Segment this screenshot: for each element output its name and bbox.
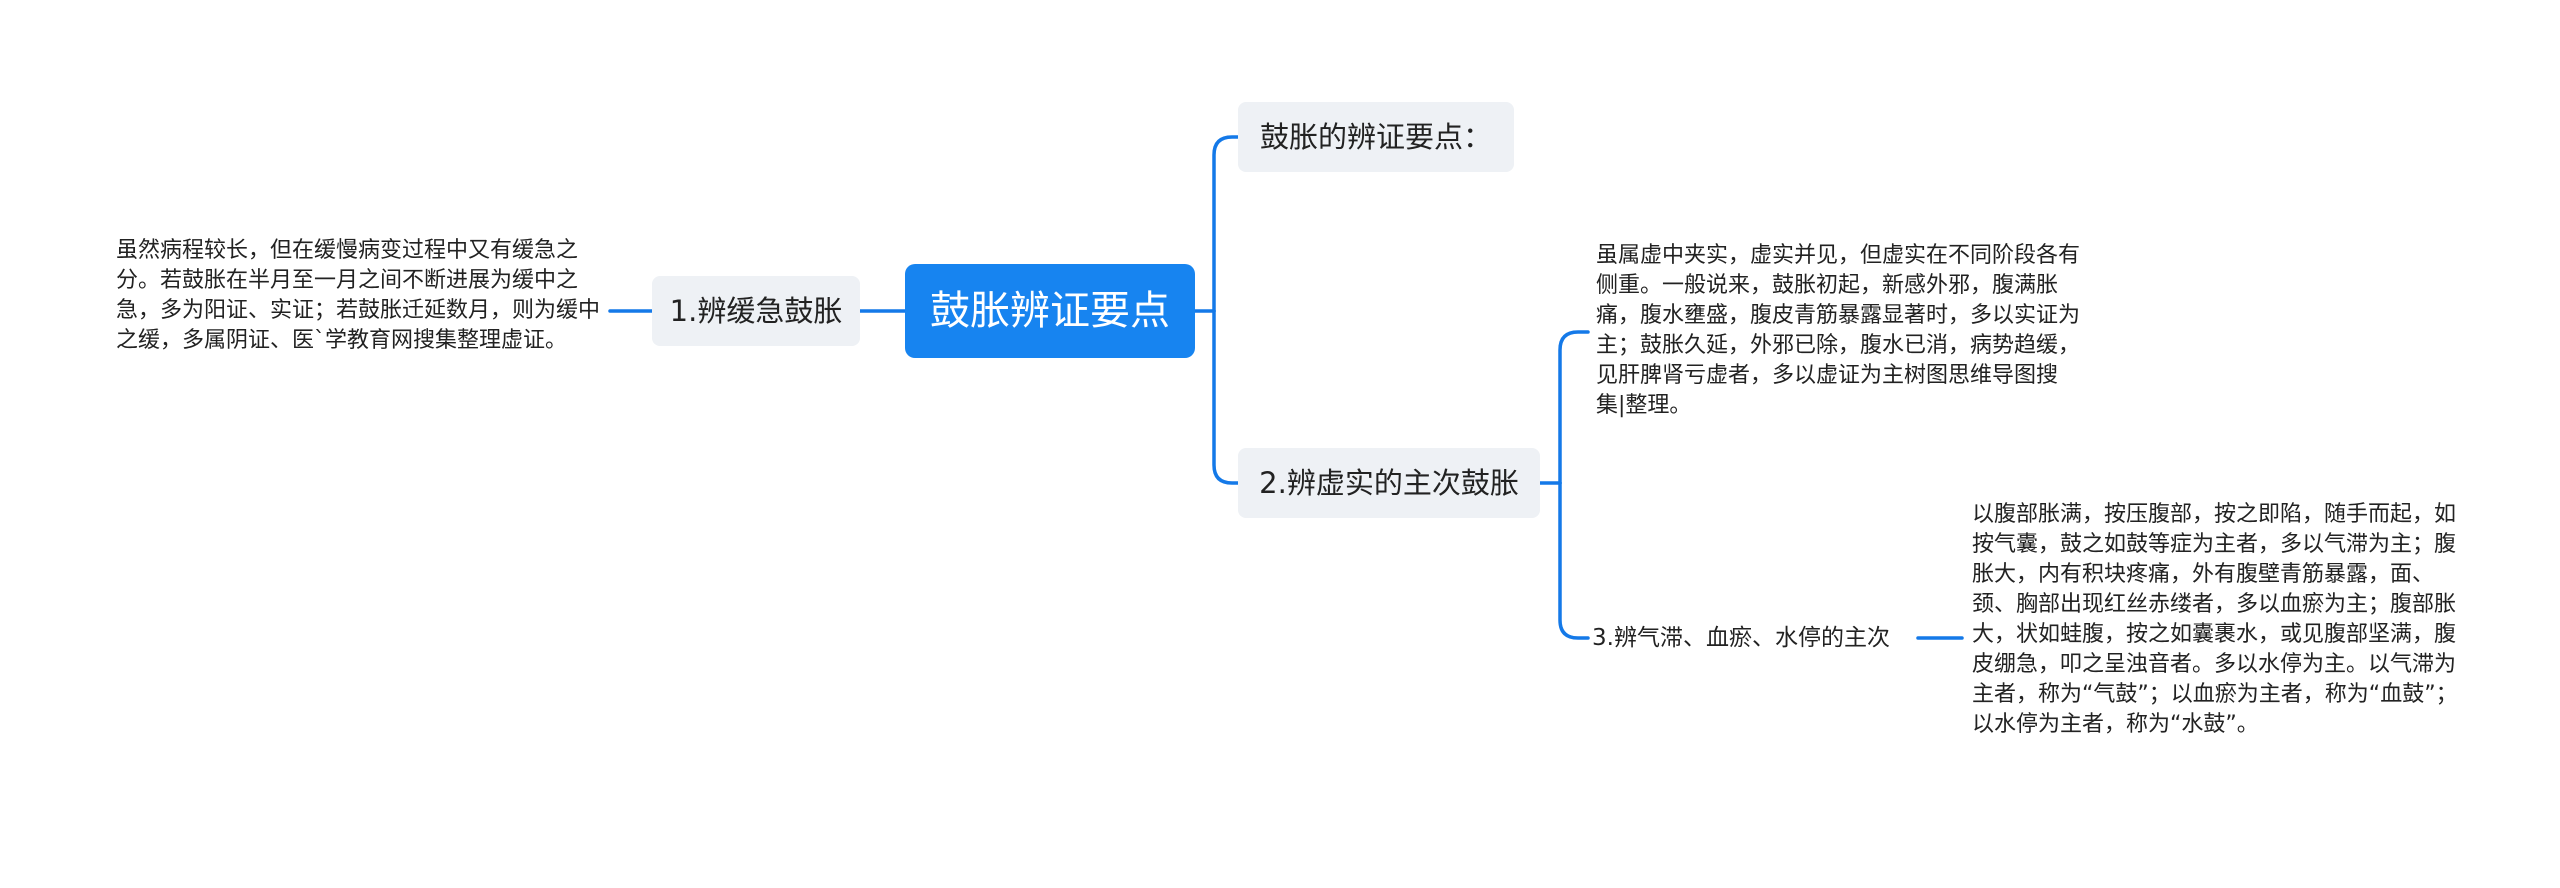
root-topic[interactable]: 鼓胀辨证要点 — [905, 264, 1195, 358]
subtopic-3[interactable]: 3.辨气滞、血瘀、水停的主次 — [1592, 625, 1890, 651]
edge-branch-2-to-subtopic — [1558, 481, 1590, 640]
branch-topic-0[interactable]: 鼓胀的辨证要点： — [1238, 102, 1514, 172]
edge-branch-2-to-note — [1558, 330, 1590, 485]
branch-topic-2[interactable]: 2.辨虚实的主次鼓胀 — [1238, 448, 1540, 518]
edge-root-to-branch-0 — [1212, 135, 1240, 313]
note-branch-1[interactable]: 虽然病程较长，但在缓慢病变过程中又有缓急之分。若鼓胀在半月至一月之间不断进展为缓… — [116, 238, 601, 353]
note-subtopic-3[interactable]: 以腹部胀满，按压腹部，按之即陷，随手而起，如按气囊，鼓之如鼓等症为主者，多以气滞… — [1972, 502, 2458, 737]
edge-root-to-branch-2 — [1212, 309, 1240, 485]
branch-topic-1[interactable]: 1.辨缓急鼓胀 — [652, 276, 860, 346]
note-branch-2[interactable]: 虽属虚中夹实，虚实并见，但虚实在不同阶段各有侧重。一般说来，鼓胀初起，新感外邪，… — [1596, 243, 2081, 418]
